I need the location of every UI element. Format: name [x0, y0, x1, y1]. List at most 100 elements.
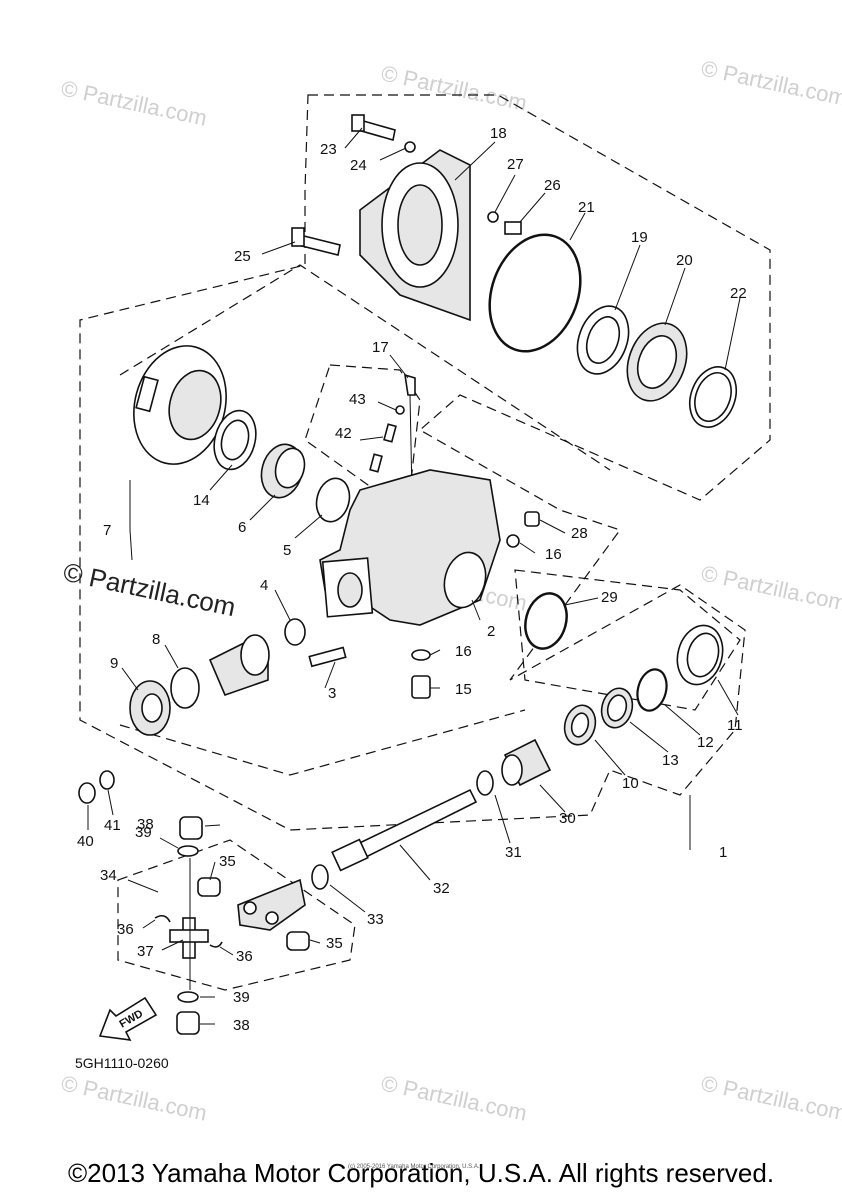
bearing-cup-38a — [179, 816, 203, 840]
callout: 7 — [103, 522, 111, 539]
shim-5 — [315, 477, 351, 523]
callout: 20 — [676, 252, 693, 269]
callout: 8 — [152, 631, 160, 648]
callout: 6 — [238, 519, 246, 536]
nut-40 — [78, 782, 96, 804]
callout: 4 — [260, 577, 268, 594]
callout: 36 — [117, 921, 134, 938]
spider-37 — [169, 917, 209, 959]
circlip-31 — [476, 770, 494, 796]
callout: 25 — [234, 248, 251, 265]
bearing-35a — [197, 877, 221, 897]
callout: 33 — [367, 911, 384, 928]
pinion-gear — [208, 634, 270, 697]
ring-gear-7 — [133, 345, 227, 465]
washer-41 — [99, 770, 115, 790]
o-ring-12 — [636, 668, 668, 712]
callout: 3 — [328, 685, 336, 702]
seal-19 — [576, 305, 630, 375]
callout: 31 — [505, 844, 522, 861]
callout: 35 — [326, 935, 343, 952]
callout: 39 — [233, 989, 250, 1006]
callout: 11 — [727, 717, 743, 734]
drive-shaft-32 — [331, 788, 478, 872]
callout: 2 — [487, 623, 495, 640]
fine-print: (c) 2005-2016 Yamaha Motor Corporation, … — [348, 1164, 480, 1170]
callout: 30 — [559, 810, 576, 827]
callout: 1 — [719, 844, 727, 861]
callout: 40 — [77, 833, 94, 850]
inner-outline-2 — [119, 709, 526, 776]
bolt-25 — [291, 227, 341, 256]
clip-36b — [209, 941, 223, 948]
cover-plate — [359, 149, 471, 322]
o-ring-29 — [524, 592, 568, 650]
washer-27 — [487, 211, 499, 223]
shim-8 — [170, 667, 200, 709]
callout: 42 — [335, 425, 352, 442]
watermark: © Partzilla.com — [699, 55, 842, 110]
callout: 38 — [137, 816, 154, 833]
clip-43 — [395, 405, 405, 415]
bolt-26 — [504, 221, 522, 235]
drain-plug-15 — [411, 675, 431, 699]
copyright-notice: ©2013 Yamaha Motor Corporation, U.S.A. A… — [67, 1158, 775, 1188]
callout: 17 — [372, 339, 389, 356]
pin-42b — [369, 453, 383, 473]
callout: 32 — [433, 880, 450, 897]
callout: 21 — [578, 199, 595, 216]
leader-lines — [87, 127, 741, 1025]
plug-28 — [524, 511, 540, 527]
collar-30 — [501, 738, 552, 787]
callout: 15 — [455, 681, 472, 698]
watermark: © Partzilla.com — [59, 75, 209, 130]
inner-outline — [119, 264, 611, 471]
watermark: © Partzilla.com — [379, 1070, 529, 1125]
seal-13 — [600, 687, 634, 729]
callout: 16 — [455, 643, 472, 660]
circlip-39b — [177, 991, 199, 1003]
bearing-14 — [213, 409, 257, 471]
watermark: © Partzilla.com — [59, 1070, 209, 1125]
callouts: 1 2 3 4 5 6 7 8 9 10 11 12 13 14 15 16 1… — [77, 125, 747, 1034]
callout: 34 — [100, 867, 117, 884]
callout: 23 — [320, 141, 337, 158]
bolt-23 — [351, 114, 396, 142]
clip-36a — [154, 914, 171, 923]
callout: 19 — [631, 229, 648, 246]
callout: 43 — [349, 391, 366, 408]
nut-11 — [676, 624, 724, 686]
o-ring-21 — [488, 233, 582, 353]
callout: 41 — [104, 817, 121, 834]
washer-24 — [404, 141, 416, 153]
yoke-box — [117, 839, 356, 991]
callout: 35 — [219, 853, 236, 870]
stud-3 — [308, 646, 347, 668]
bearing-cup-38b — [176, 1011, 200, 1035]
callout: 10 — [622, 775, 639, 792]
assembly-outline — [79, 94, 771, 831]
watermark: © Partzilla.com — [699, 1070, 842, 1125]
callout: 36 — [236, 948, 253, 965]
callout: 22 — [730, 285, 747, 302]
callout: 37 — [137, 943, 154, 960]
breather-17 — [404, 373, 416, 396]
callout: 26 — [544, 177, 561, 194]
pin-box — [304, 364, 421, 491]
circlip-33 — [311, 864, 329, 890]
bearing-9 — [129, 680, 171, 736]
callout: 27 — [507, 156, 524, 173]
washer-16b — [411, 649, 431, 661]
callout: 38 — [233, 1017, 250, 1034]
diagram-code: 5GH1110-0260 — [75, 1055, 169, 1071]
callout: 29 — [601, 589, 618, 606]
bearing-35b — [286, 931, 310, 951]
fwd-arrow-icon: FWD — [98, 996, 158, 1041]
watermark: © Partzilla.com — [699, 560, 842, 615]
callout: 9 — [110, 655, 118, 672]
callout: 16 — [545, 546, 562, 563]
washer-16a — [506, 534, 520, 548]
needle-bearing-6 — [260, 443, 306, 499]
callout: 18 — [490, 125, 507, 142]
